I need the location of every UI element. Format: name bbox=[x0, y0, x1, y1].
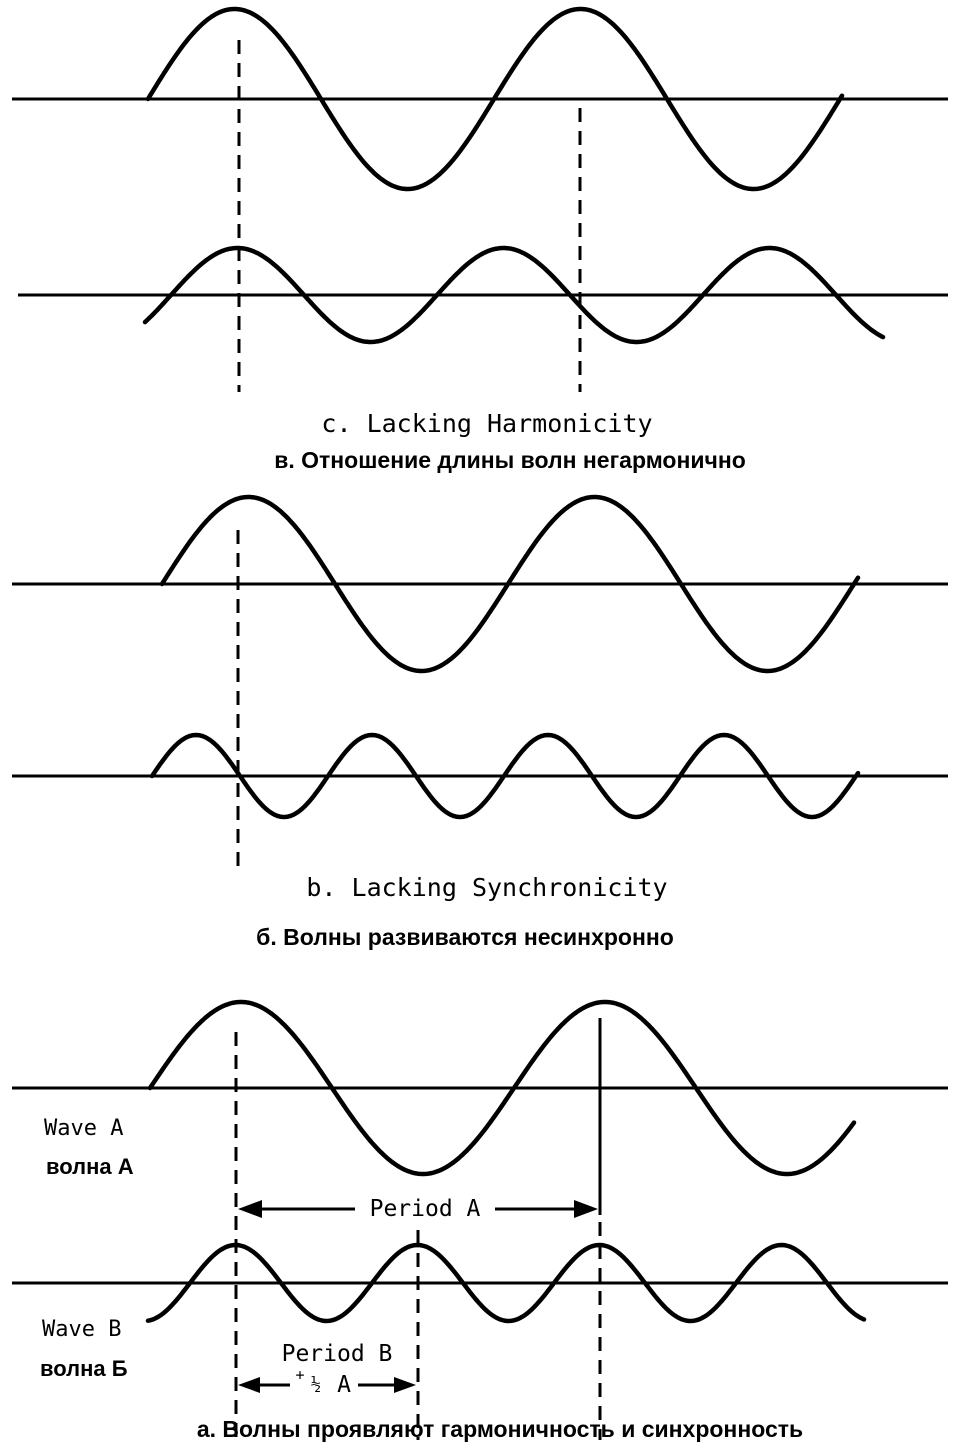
panel-a-wave-a bbox=[147, 999, 857, 1177]
wave-b-label-en: Wave B bbox=[42, 1317, 121, 1342]
panel-c-wave-b bbox=[142, 245, 886, 345]
panel-a-caption-ru: а. Волны проявляют гармоничность и синхр… bbox=[197, 1416, 803, 1442]
panel-b-caption-en: b. Lacking Synchronicity bbox=[306, 873, 667, 902]
period-b-arrow-right bbox=[394, 1377, 416, 1393]
period-a-arrow-right bbox=[574, 1200, 598, 1218]
period-a-arrow-left bbox=[238, 1200, 262, 1218]
period-b-label: Period B bbox=[282, 1341, 393, 1367]
panel-c-caption-en: c. Lacking Harmonicity bbox=[321, 409, 652, 438]
period-a-label: Period A bbox=[370, 1196, 481, 1222]
panel-a: Period A Period B + ½ A Wave A волна А W… bbox=[12, 999, 948, 1442]
panel-c-wave-a bbox=[145, 6, 845, 192]
period-b-sub-fraction: ½ bbox=[311, 1375, 321, 1395]
panel-a-wave-b bbox=[145, 1242, 867, 1324]
period-b-sub-prefix: + bbox=[295, 1366, 304, 1384]
period-b-dimension: Period B + ½ A bbox=[238, 1341, 416, 1398]
panel-b-caption-ru: б. Волны развиваются несинхронно bbox=[256, 924, 674, 950]
panel-c: c. Lacking Harmonicity в. Отношение длин… bbox=[12, 6, 948, 473]
period-b-arrow-left bbox=[238, 1377, 260, 1393]
panel-b-wave-b bbox=[149, 732, 861, 820]
panel-b: b. Lacking Synchronicity б. Волны развив… bbox=[12, 494, 948, 950]
wave-b-label-ru: волна Б bbox=[40, 1356, 128, 1381]
panel-b-wave-a bbox=[159, 494, 861, 674]
period-b-sub-letter: A bbox=[337, 1372, 351, 1398]
panel-c-caption-ru: в. Отношение длины волн негармонично bbox=[274, 447, 746, 473]
wave-a-label-ru: волна А bbox=[46, 1154, 134, 1179]
period-a-dimension: Period A bbox=[238, 1196, 598, 1222]
wave-a-label-en: Wave A bbox=[44, 1116, 123, 1141]
